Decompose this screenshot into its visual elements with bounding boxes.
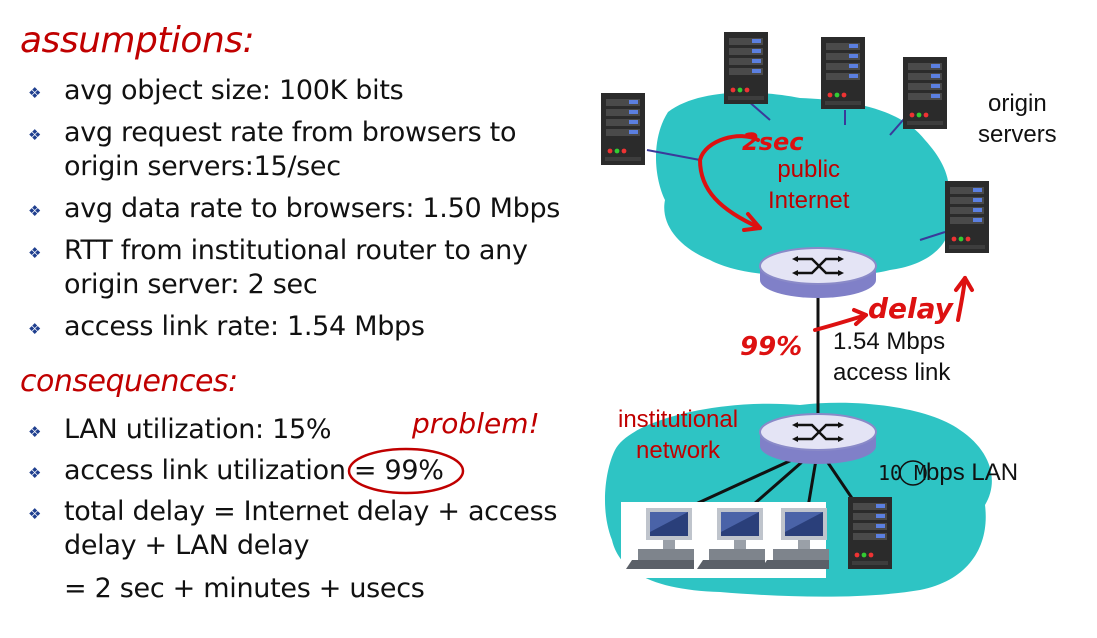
- list-item: ❖access link utilization = 99%: [20, 454, 580, 488]
- server-icon: [848, 497, 892, 569]
- list-item: ❖LAN utilization: 15%: [20, 413, 580, 447]
- router-icon: [758, 412, 878, 466]
- problem-label: problem!: [412, 407, 540, 440]
- server-icon: [903, 57, 947, 129]
- bullet-diamond-icon: ❖: [28, 244, 42, 262]
- bullet-diamond-icon: ❖: [28, 423, 42, 441]
- lan-label: bps LAN: [926, 459, 1019, 486]
- bullet-diamond-icon: ❖: [28, 126, 42, 144]
- ninety-nine-annotation: 99%: [740, 332, 802, 362]
- bullet-diamond-icon: ❖: [28, 202, 42, 220]
- two-sec-annotation: 2sec: [742, 128, 804, 156]
- access-link-label: 1.54 Mbps access link: [833, 328, 951, 386]
- public-internet-label: public Internet: [768, 156, 850, 214]
- server-icon: [821, 37, 865, 109]
- server-icon: [601, 93, 645, 165]
- delay-annotation: delay: [868, 292, 955, 325]
- list-item: ❖avg request rate from browsers to origi…: [28, 117, 517, 182]
- institutional-network-label: institutional network: [618, 406, 739, 464]
- assumptions-list: ❖avg object size: 100K bits ❖avg request…: [20, 74, 580, 352]
- server-icon: [724, 32, 768, 104]
- router-icon: [758, 246, 878, 300]
- consequences-heading: consequences:: [20, 364, 238, 399]
- bullet-diamond-icon: ❖: [28, 464, 42, 482]
- list-item: ❖total delay = Internet delay + access d…: [28, 496, 558, 561]
- bullet-diamond-icon: ❖: [28, 320, 42, 338]
- list-item: ❖avg object size: 100K bits: [20, 74, 580, 108]
- origin-servers-label: origin servers: [978, 90, 1057, 148]
- list-item: ❖access link rate: 1.54 Mbps: [20, 310, 580, 344]
- list-item: ❖RTT from institutional router to any or…: [28, 235, 528, 300]
- assumptions-heading: assumptions:: [20, 20, 255, 61]
- total-delay-continuation: = 2 sec + minutes + usecs: [64, 573, 425, 604]
- bullet-diamond-icon: ❖: [28, 84, 42, 102]
- utilization-highlight-ellipse: [347, 447, 465, 495]
- consequences-list: ❖LAN utilization: 15% ❖access link utili…: [20, 413, 580, 570]
- server-icon: [945, 181, 989, 253]
- ten-m-annotation: 10 M: [878, 461, 926, 485]
- rtt-loop-arrow: [697, 134, 762, 230]
- list-item: ❖avg data rate to browsers: 1.50 Mbps: [20, 192, 580, 226]
- bullet-diamond-icon: ❖: [28, 505, 42, 523]
